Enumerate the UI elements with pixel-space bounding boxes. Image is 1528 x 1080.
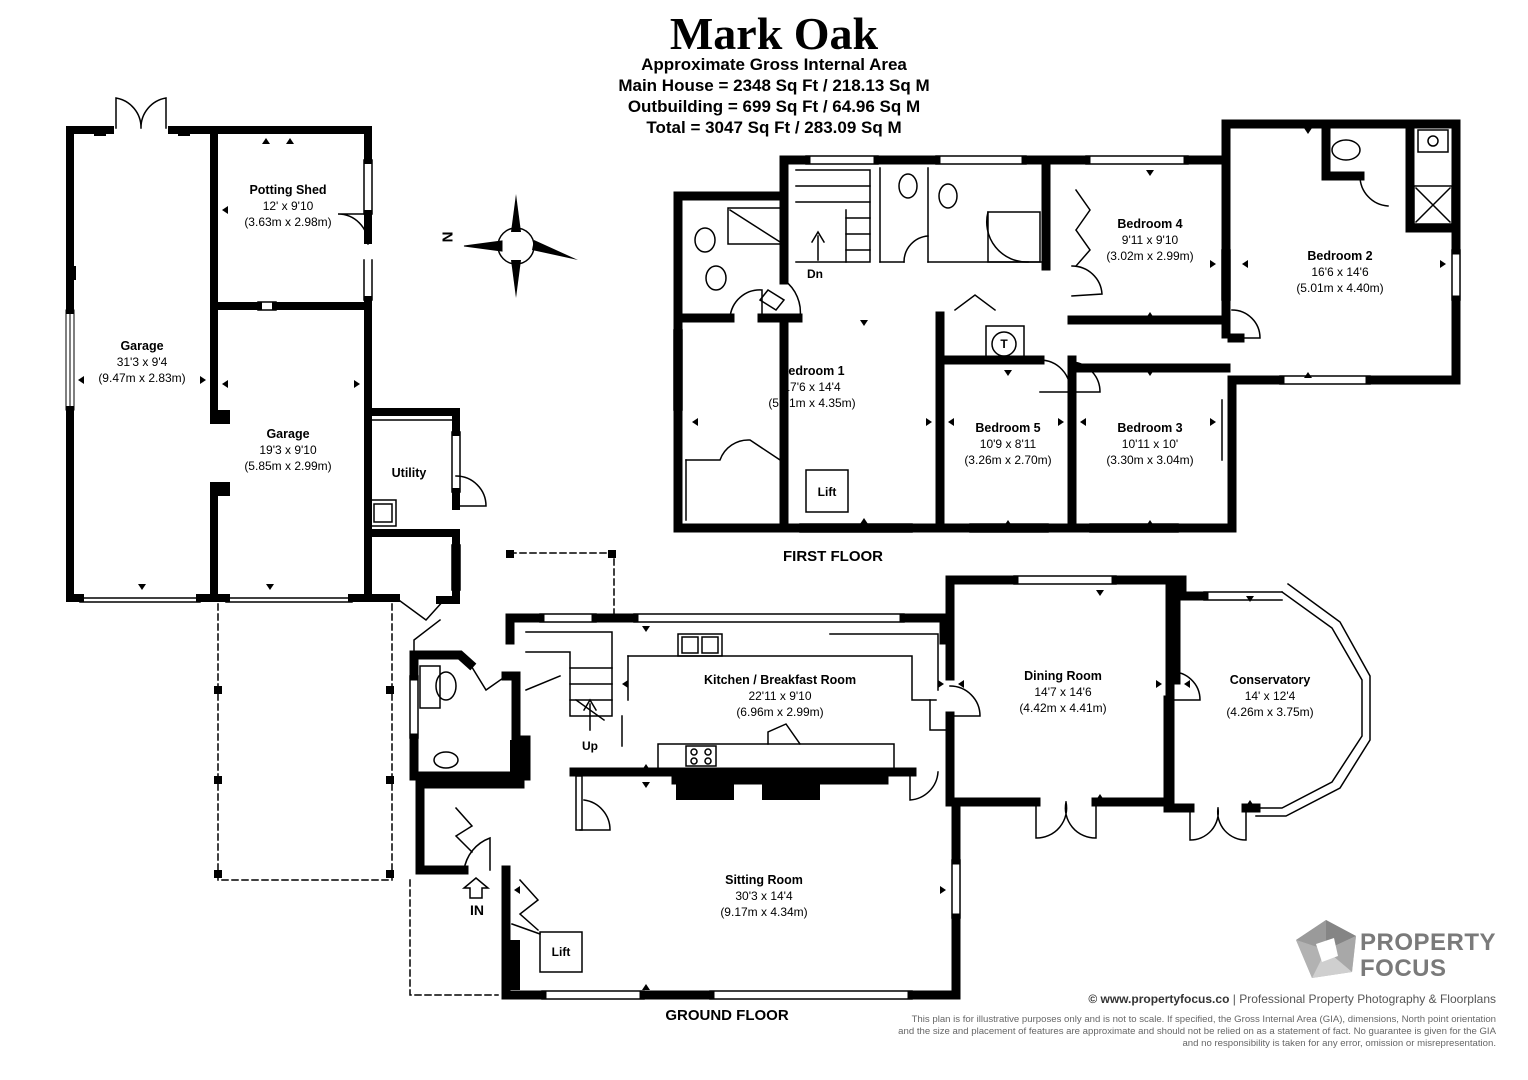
room-bedroom-1: Bedroom 1 17'6 x 14'4 (5.31m x 4.35m): [768, 364, 856, 410]
plan-title: Mark Oak: [669, 8, 879, 59]
disclaimer: This plan is for illustrative purposes o…: [898, 1014, 1496, 1049]
tank-label: T: [1000, 337, 1008, 351]
lift-first-label: Lift: [817, 485, 837, 499]
property-focus-logo-mark: [1296, 920, 1356, 978]
room-potting-shed: Potting Shed 12' x 9'10 (3.63m x 2.98m): [244, 183, 332, 229]
compass-rose: [463, 194, 578, 298]
website-link[interactable]: © www.propertyfocus.co: [1088, 992, 1230, 1006]
room-utility: Utility: [391, 466, 427, 480]
ground-floor-label: GROUND FLOOR: [665, 1007, 789, 1024]
outbuilding-area: Outbuilding = 699 Sq Ft / 64.96 Sq M: [627, 97, 921, 116]
room-garage-large: Garage 31'3 x 9'4 (9.47m x 2.83m): [98, 339, 186, 385]
lift-ground-label: Lift: [551, 945, 571, 959]
stairs-down-label: Dn: [807, 267, 823, 281]
room-conservatory: Conservatory 14' x 12'4 (4.26m x 3.75m): [1226, 673, 1314, 719]
room-dining: Dining Room 14'7 x 14'6 (4.42m x 4.41m): [1019, 669, 1107, 715]
room-garage-small: Garage 19'3 x 9'10 (5.85m x 2.99m): [244, 427, 332, 473]
room-bedroom-4: Bedroom 4 9'11 x 9'10 (3.02m x 2.99m): [1106, 217, 1194, 263]
entrance-label: IN: [470, 902, 484, 918]
stairs-up-label: Up: [582, 739, 598, 753]
logo-wordmark: PROPERTY FOCUS: [1360, 929, 1497, 982]
first-floor-label: FIRST FLOOR: [783, 548, 883, 565]
first-floor-walls: [673, 119, 1461, 533]
room-bedroom-5: Bedroom 5 10'9 x 8'11 (3.26m x 2.70m): [964, 421, 1052, 467]
credit-line: © www.propertyfocus.co | Professional Pr…: [1088, 992, 1496, 1006]
room-sitting: Sitting Room 30'3 x 14'4 (9.17m x 4.34m): [720, 873, 808, 919]
main-house-area: Main House = 2348 Sq Ft / 218.13 Sq M: [618, 76, 930, 95]
ground-floor-walls: [409, 575, 1261, 1000]
north-label: N: [439, 231, 457, 243]
room-bedroom-2: Bedroom 2 16'6 x 14'6 (5.01m x 4.40m): [1296, 249, 1384, 295]
room-bedroom-3: Bedroom 3 10'11 x 10' (3.30m x 3.04m): [1106, 421, 1194, 467]
area-subtitle: Approximate Gross Internal Area: [641, 55, 907, 74]
room-kitchen: Kitchen / Breakfast Room 22'11 x 9'10 (6…: [703, 673, 857, 719]
total-area: Total = 3047 Sq Ft / 283.09 Sq M: [646, 118, 902, 137]
